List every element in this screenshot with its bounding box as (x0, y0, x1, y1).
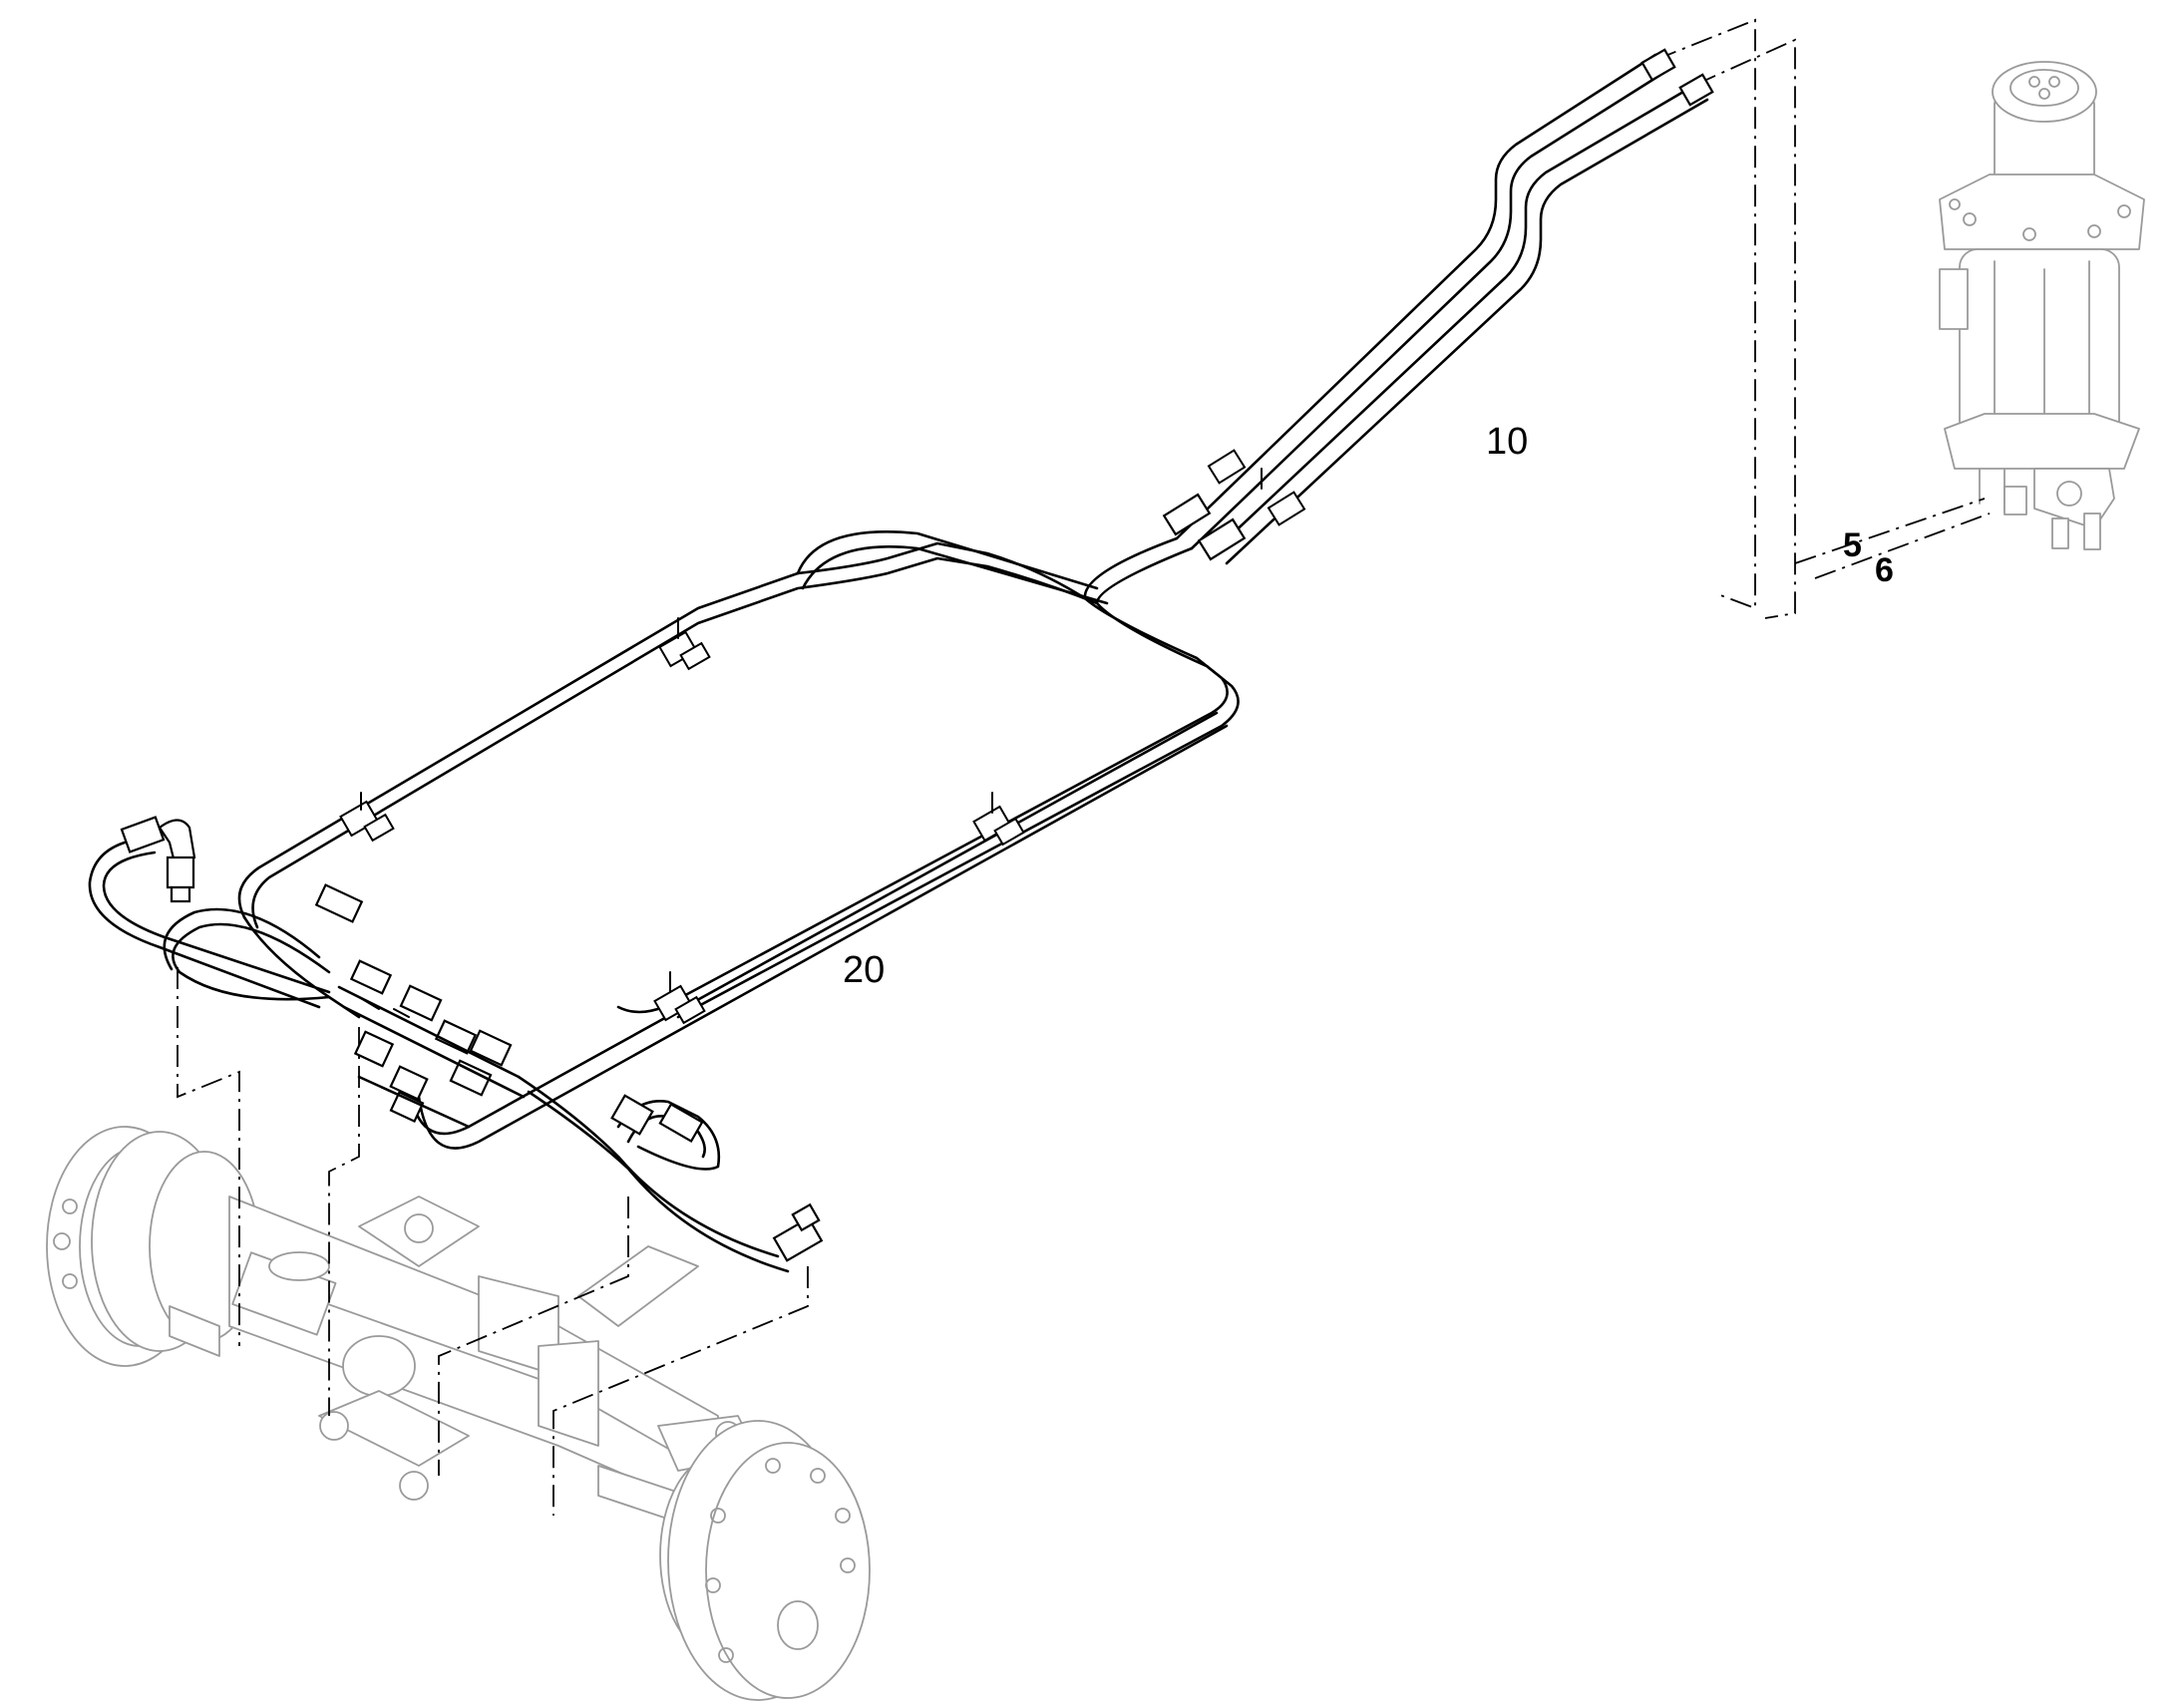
callout-10: 10 (1486, 421, 1528, 463)
leader-lines (177, 18, 1991, 1516)
callout-5: 5 (1843, 526, 1862, 564)
tube-assembly-10 (1162, 48, 1714, 565)
axle-assembly (46, 1126, 871, 1701)
steering-unit (1939, 61, 2145, 550)
tube-assembly-20 (88, 530, 1240, 1273)
callout-6: 6 (1875, 551, 1894, 589)
callout-20: 20 (843, 949, 885, 991)
